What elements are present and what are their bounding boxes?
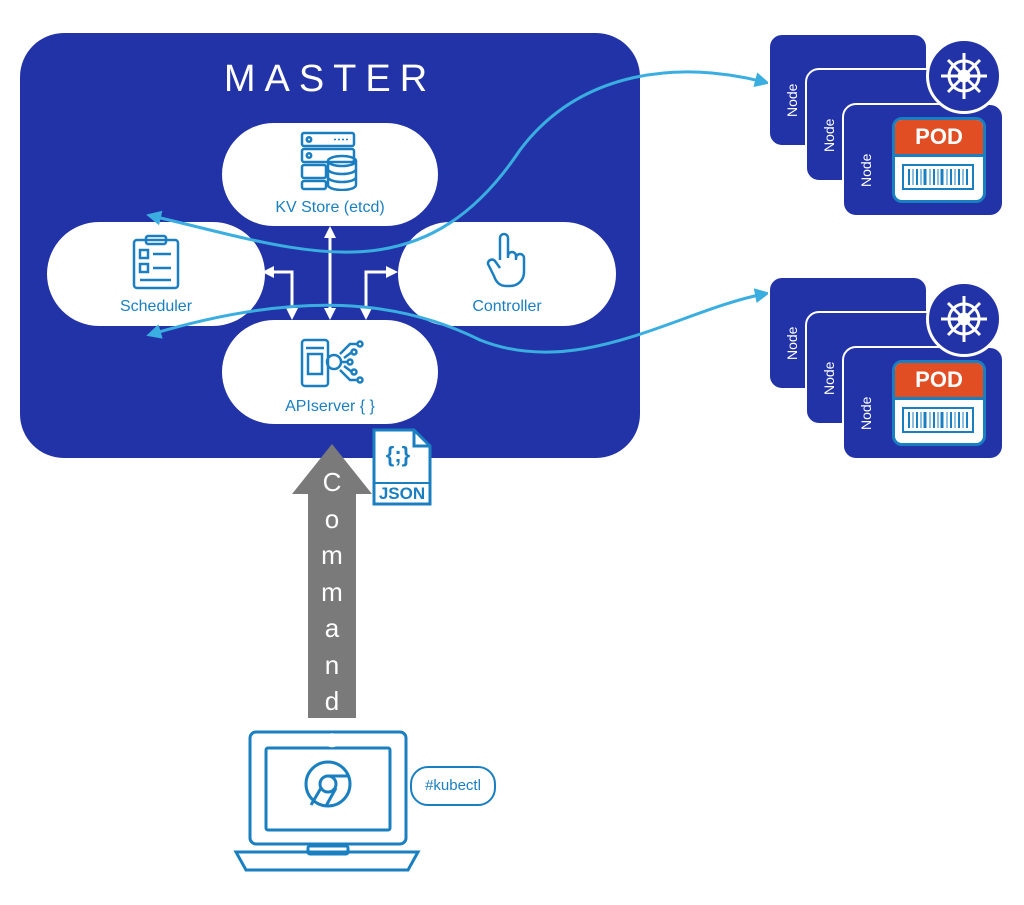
pod-badge: POD bbox=[892, 117, 986, 203]
laptop-icon bbox=[233, 730, 421, 872]
commands-letter: m bbox=[321, 576, 343, 607]
pod-label: POD bbox=[895, 120, 983, 157]
flow-to-node-group-1 bbox=[146, 70, 770, 254]
pointing-hand-icon bbox=[486, 232, 526, 288]
json-file-icon: {;} JSON bbox=[372, 428, 432, 506]
kubernetes-helm-icon bbox=[926, 38, 1002, 114]
api-device-icon bbox=[300, 338, 364, 388]
barcode-icon bbox=[902, 164, 974, 190]
json-label: JSON bbox=[378, 484, 426, 503]
commands-letter: a bbox=[324, 613, 340, 643]
node-label: Node bbox=[858, 396, 874, 430]
node-label: Node bbox=[821, 118, 837, 152]
commands-letter: n bbox=[324, 649, 340, 680]
kubectl-tag: #kubectl bbox=[410, 766, 496, 806]
pod-badge: POD bbox=[892, 360, 986, 446]
node-label: Node bbox=[858, 153, 874, 187]
commands-letter: C bbox=[322, 467, 342, 497]
node-label: Node bbox=[821, 361, 837, 395]
barcode-icon bbox=[902, 407, 974, 433]
kubernetes-helm-icon bbox=[926, 281, 1002, 357]
node-label: Node bbox=[784, 83, 800, 117]
clipboard-checklist-icon bbox=[132, 234, 180, 290]
commands-letter: s bbox=[325, 722, 339, 753]
commands-letter: d bbox=[324, 686, 340, 716]
json-glyph: {;} bbox=[385, 442, 411, 467]
apiserver-label: APIserver { } bbox=[285, 398, 375, 415]
pod-label: POD bbox=[895, 363, 983, 400]
browser-logo-icon bbox=[304, 760, 352, 808]
commands-letter: o bbox=[324, 503, 340, 534]
commands-letter: m bbox=[321, 540, 343, 570]
node-card: Node POD bbox=[842, 346, 1004, 460]
commands-label: C o m m a n d s bbox=[308, 464, 356, 756]
node-label: Node bbox=[784, 326, 800, 360]
commands-arrow bbox=[292, 444, 372, 718]
flow-to-node-group-2 bbox=[146, 288, 770, 354]
node-card: Node POD bbox=[842, 103, 1004, 217]
